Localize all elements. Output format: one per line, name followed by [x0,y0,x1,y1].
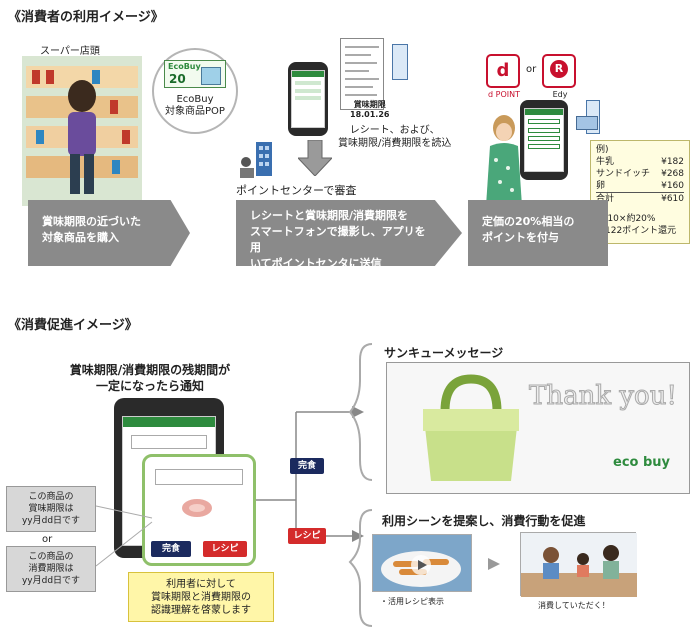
thank-title: サンキューメッセージ [384,346,504,360]
expiry-note-2: この商品の 消費期限は yy月dd日です [6,546,96,592]
pop-number: 20 [169,72,186,86]
example-total-row: 合計¥610 [596,194,684,204]
family-photo [520,532,637,597]
play-arrow-icon [488,558,500,570]
point-center-label: ポイントセンターで審査 [236,184,357,197]
pop-card: EcoBuy 20 [164,60,226,88]
example-calc-1: ¥610×約20% [596,214,656,224]
scan-phone [288,62,328,136]
pop-bubble: EcoBuy 20 EcoBuy 対象商品POP [152,48,238,134]
eco-bag-icon [423,374,519,481]
example-calc-2: ＝122ポイント還元 [596,226,677,236]
store-label: スーパー店頭 [40,46,100,57]
recipe-button[interactable]: レシピ [203,541,247,557]
example-row: 牛乳¥182 [596,157,684,167]
app-phone [520,100,568,180]
section1-title: 《消費者の利用イメージ》 [8,10,164,25]
expiry-note-1: この商品の 賞味期限は yy月dd日です [6,486,96,532]
thank-you-text: Thank you! [529,381,678,412]
popup-text-field [155,469,243,485]
kanshoku-badge: 完食 [290,458,324,474]
education-bubble: 利用者に対して 賞味期限と消費期限の 認識理解を啓蒙します [128,572,274,622]
recipe-badge: レシピ [288,528,326,544]
recipe-caption: ・活用レシピ表示 [380,597,444,606]
note-or: or [42,534,53,545]
point-logos: d d POINT or R Edy [472,48,584,108]
product-icon [201,67,221,85]
edy-logo-icon: R [542,54,576,88]
consume-caption: 消費していただく！ [538,601,610,610]
receipt-caption: レシート、および、 賞味期限/消費期限を読込 [338,125,452,149]
example-row: 卵¥160 [596,181,684,193]
pop-caption: EcoBuy 対象商品POP [165,94,225,117]
receipt-image [340,38,384,110]
branch-connectors [256,343,373,627]
recipe-photo [372,534,472,592]
note-connector-lines [96,505,153,567]
kanshoku-button[interactable]: 完食 [151,541,191,557]
example-row: サンドイッチ¥268 [596,169,684,179]
notify-popup: 完食 レシピ [142,454,256,566]
point-center-icon [240,142,272,178]
notify-text: 賞味期限/消費期限の残期間が 一定になったら通知 [69,363,231,393]
pop-brand: EcoBuy [168,62,201,71]
down-arrow-icon [298,140,332,176]
step3-box: 定価の20%相当の ポイントを付与 [468,200,608,266]
edy-label: Edy [552,90,568,99]
milk-carton-icon [392,44,408,80]
sandwich-icon [576,116,598,130]
dpoint-label: d POINT [488,90,520,99]
example-header: 例) [596,145,609,155]
promo-title: 利用シーンを提案し、消費行動を促進 [382,514,586,528]
thank-you-panel: Thank you! eco buy [386,362,690,494]
food-item-icon [182,499,212,517]
step1-arrow: 賞味期限の近づいた 対象商品を購入 [28,200,190,266]
woman-with-phone-illustration [486,115,522,206]
section2-title: 《消費促進イメージ》 [8,318,138,333]
eco-buy-logo: eco buy [613,455,671,470]
expiry-stamp: 賞味期限 18.01.26 [350,100,390,119]
step2-arrow: レシートと賞味期限/消費期限を スマートフォンで撮影し、アプリを用 いてポイント… [236,200,462,266]
or-label: or [526,64,537,75]
dpoint-logo-icon: d [486,54,520,88]
store-shelf-illustration: スーパー店頭 [22,46,142,206]
